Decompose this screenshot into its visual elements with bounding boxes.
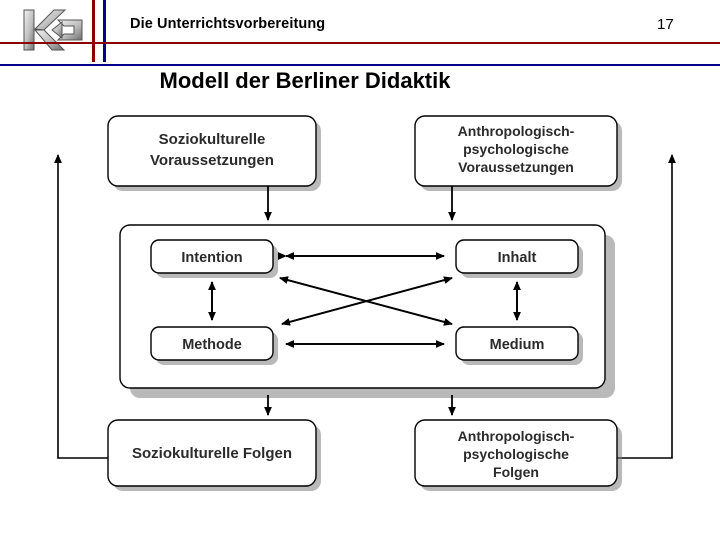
box-medium: Medium <box>455 326 583 365</box>
box-label-soziokulturelle-voraussetzungen-line2: Voraussetzungen <box>150 152 274 169</box>
header-rule-blue <box>0 64 720 66</box>
header-vertical-bar-blue <box>103 0 106 62</box>
box-soziokulturelle-folgen: Soziokulturelle Folgen <box>107 419 321 491</box>
slide-header: Die Unterrichtsvorbereitung 17 <box>0 0 720 66</box>
box-anthropologische-voraussetzungen: Anthropologisch- psychologische Vorausse… <box>414 115 622 191</box>
box-label-anthropologische-voraussetzungen-line1: Anthropologisch- <box>458 123 575 139</box>
header-rule-red <box>0 42 720 44</box>
page-number: 17 <box>657 16 674 33</box>
box-label-medium: Medium <box>490 337 545 353</box>
box-inhalt: Inhalt <box>455 239 583 278</box>
box-label-intention: Intention <box>181 250 242 266</box>
box-label-anthropologische-folgen-line2: psychologische <box>463 446 569 462</box>
box-label-anthropologische-voraussetzungen-line3: Voraussetzungen <box>458 159 574 175</box>
page-title: Modell der Berliner Didaktik <box>0 68 720 94</box>
box-label-inhalt: Inhalt <box>498 250 537 266</box>
outer-feedback-loop <box>54 154 676 459</box>
box-methode: Methode <box>150 326 278 365</box>
box-anthropologische-folgen: Anthropologisch- psychologische Folgen <box>414 419 622 491</box>
arrow-methode-to-inhalt <box>281 276 453 325</box>
header-title: Die Unterrichtsvorbereitung <box>130 16 326 32</box>
page-title-text: Modell der Berliner Didaktik <box>159 68 451 93</box>
header-vertical-bar-red <box>92 0 95 62</box>
box-label-soziokulturelle-folgen: Soziokulturelle Folgen <box>132 445 292 462</box>
box-label-anthropologische-voraussetzungen-line2: psychologische <box>463 141 569 157</box>
box-label-methode: Methode <box>182 337 242 353</box>
berliner-didaktik-diagram: Soziokulturelle Voraussetzungen Anthropo… <box>0 108 720 518</box>
box-label-soziokulturelle-voraussetzungen-line1: Soziokulturelle <box>159 131 266 148</box>
box-label-anthropologische-folgen-line1: Anthropologisch- <box>458 428 575 444</box>
box-soziokulturelle-voraussetzungen: Soziokulturelle Voraussetzungen <box>107 115 321 191</box>
k-arrow-logo <box>18 6 88 54</box>
box-label-anthropologische-folgen-line3: Folgen <box>493 464 539 480</box>
box-intention: Intention <box>150 239 278 278</box>
